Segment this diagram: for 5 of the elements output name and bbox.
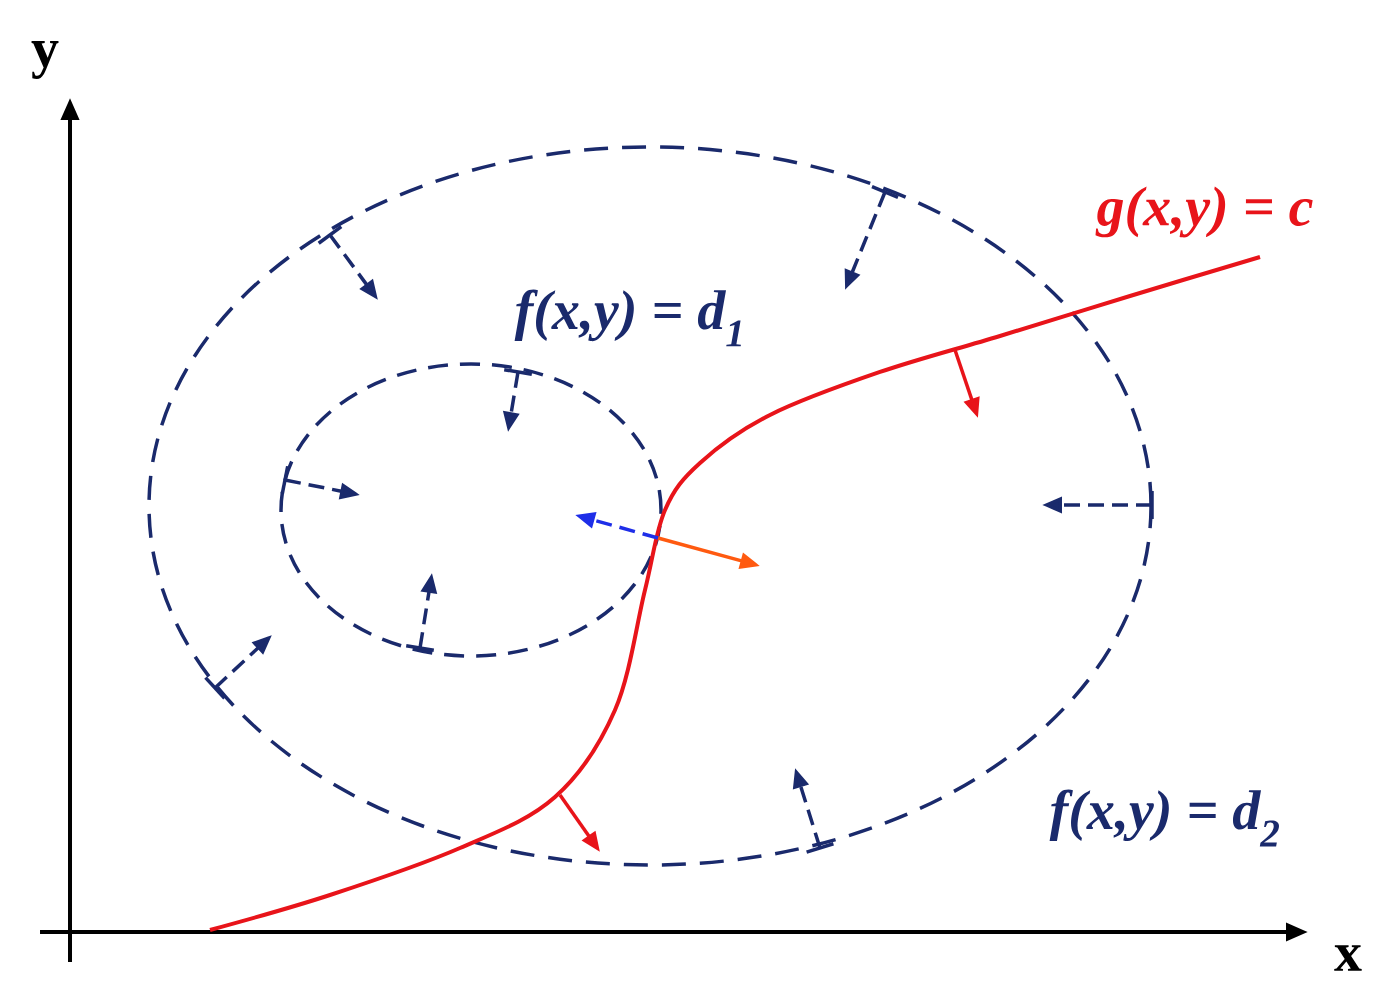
- axis-label: x: [1334, 945, 1362, 971]
- curve-label: f(x,y) = d$_{2}$: [1049, 789, 1279, 847]
- curve-label: f(x,y) = d$_{1}$: [514, 289, 741, 347]
- curve-label: g(x,y) = c: [1095, 186, 1313, 238]
- axis-label: y: [31, 41, 59, 79]
